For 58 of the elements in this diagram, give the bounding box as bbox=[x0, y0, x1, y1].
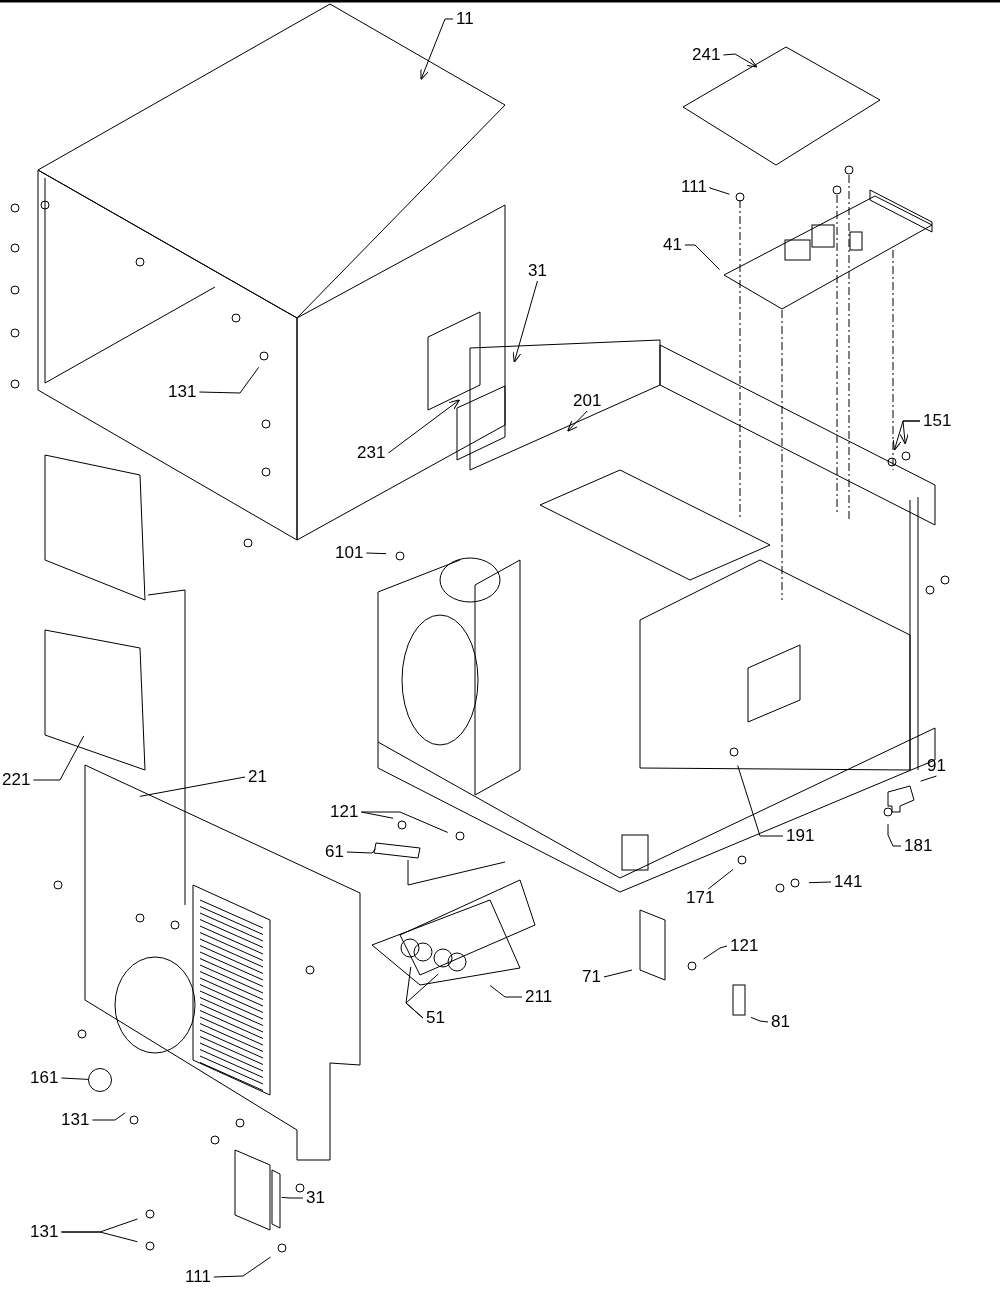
leader-line bbox=[281, 1196, 304, 1199]
leader-line bbox=[722, 53, 758, 68]
leader-line bbox=[60, 1077, 89, 1080]
callout-number: 11 bbox=[456, 10, 474, 28]
leader-line bbox=[489, 985, 523, 998]
callout-number: 31 bbox=[306, 1189, 325, 1207]
callout-number: 91 bbox=[927, 757, 946, 775]
leader-line bbox=[567, 410, 588, 432]
leader-line bbox=[750, 1016, 769, 1023]
leader-line bbox=[512, 280, 538, 363]
callout-number: 131 bbox=[30, 1223, 59, 1241]
callout-number: 111 bbox=[185, 1268, 211, 1286]
leader-line bbox=[360, 811, 449, 833]
leader-line bbox=[737, 765, 784, 837]
callout-number: 81 bbox=[771, 1013, 790, 1031]
callout-number: 181 bbox=[904, 837, 933, 855]
callout-number: 21 bbox=[248, 768, 267, 786]
callout-number: 111 bbox=[681, 178, 707, 196]
leader-line bbox=[920, 775, 937, 782]
callout-number: 51 bbox=[426, 1009, 445, 1027]
leader-line bbox=[346, 848, 377, 854]
leader-line bbox=[365, 552, 387, 555]
callout-number: 141 bbox=[834, 873, 863, 891]
leader-line bbox=[420, 18, 454, 81]
callout-number: 31 bbox=[528, 262, 547, 280]
leader-line bbox=[703, 945, 728, 960]
callout-number: 131 bbox=[168, 383, 197, 401]
callout-number: 131 bbox=[61, 1111, 90, 1129]
leader-line bbox=[387, 399, 461, 454]
callout-number: 211 bbox=[525, 988, 553, 1006]
callout-number: 101 bbox=[335, 544, 364, 562]
leader-line bbox=[603, 969, 633, 978]
leader-line bbox=[32, 735, 85, 781]
callout-number: 221 bbox=[2, 771, 31, 789]
leader-line bbox=[709, 186, 730, 195]
callout-number: 191 bbox=[786, 827, 815, 845]
leader-line bbox=[91, 1112, 126, 1121]
callout-number: 171 bbox=[686, 889, 715, 907]
callout-number: 61 bbox=[325, 843, 344, 861]
leader-line bbox=[405, 973, 439, 1019]
callout-number: 41 bbox=[663, 236, 682, 254]
leader-line bbox=[707, 869, 734, 890]
leader-line bbox=[808, 881, 832, 884]
leader-line bbox=[684, 244, 721, 271]
callout-number: 161 bbox=[30, 1069, 59, 1087]
callout-number: 201 bbox=[573, 392, 602, 410]
callout-number: 151 bbox=[923, 412, 952, 430]
callout-number: 241 bbox=[692, 46, 721, 64]
leader-line bbox=[139, 776, 246, 797]
callout-number: 121 bbox=[730, 937, 759, 955]
callout-number: 121 bbox=[330, 803, 359, 821]
callout-number: 71 bbox=[582, 968, 601, 986]
leader-line bbox=[899, 420, 921, 445]
leader-line bbox=[60, 1231, 138, 1243]
leader-line bbox=[198, 366, 260, 394]
leader-line bbox=[887, 823, 902, 847]
callout-number: 231 bbox=[357, 444, 386, 462]
leader-line bbox=[213, 1256, 272, 1278]
